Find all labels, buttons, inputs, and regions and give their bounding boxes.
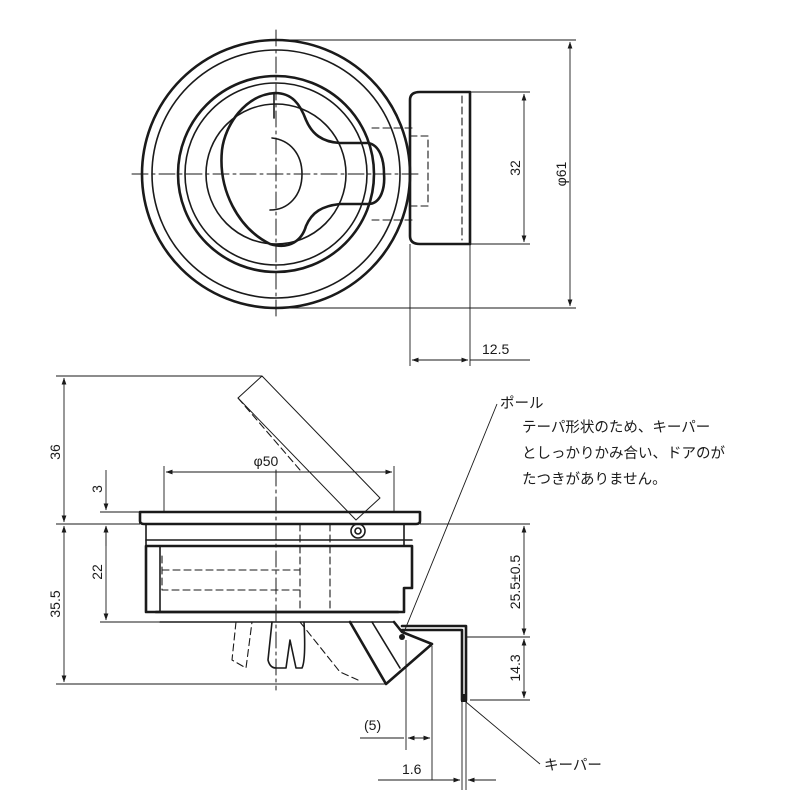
keeper-hidden-rails [371,127,417,221]
note-line-2: としっかりかみ合い、ドアのが [522,445,725,462]
pole-bolt [348,620,434,686]
keeper-plate-top [408,90,472,246]
dim-50-text: φ50 [254,453,279,469]
note-line-3: たつきがありません。 [522,471,667,488]
lever-handle [220,91,386,247]
body-side [144,544,414,614]
dim-36-text: 36 [47,444,63,460]
cup-inner-ring [184,82,368,266]
dim-22-text: 22 [89,564,105,580]
top-view: 32 φ61 12.5 [131,29,576,366]
cup-outer-ring [176,74,376,274]
pole-inner-edge [371,621,401,669]
pole-label: ポール [500,395,544,412]
flange-side [138,510,422,526]
lever-raised-phantom [237,375,381,521]
dim-5-text: (5) [364,717,381,733]
keeper-tip [461,694,467,702]
pole-swing-phantom [299,621,359,681]
dim-25-5-text: 25.5±0.5 [507,555,523,610]
pole-leader-line [401,403,498,638]
dim-32-text: 32 [507,160,523,176]
dim-12-5-text: 12.5 [482,341,509,357]
keeper-label: キーパー [544,757,602,774]
dim-35-5-text: 35.5 [47,590,63,617]
dim-3-text: 3 [89,485,105,493]
pivot-pin [350,523,366,539]
side-view: 36 3 22 35.5 φ50 25.5±0.5 14.3 (5) [47,375,725,790]
note-line-1: テーパ形状のため、キーパー [522,419,710,436]
pivot-pin-center [354,527,362,535]
lower-prong-phantom [231,621,253,669]
dim-61-text: φ61 [553,161,569,186]
dim-1-6-text: 1.6 [402,761,422,777]
keeper-leader-line [465,701,541,765]
body-hidden-cup [161,523,331,613]
keeper-hidden-slot [409,135,429,207]
lower-prong-center [267,621,306,669]
dim-14-3-text: 14.3 [507,654,523,681]
